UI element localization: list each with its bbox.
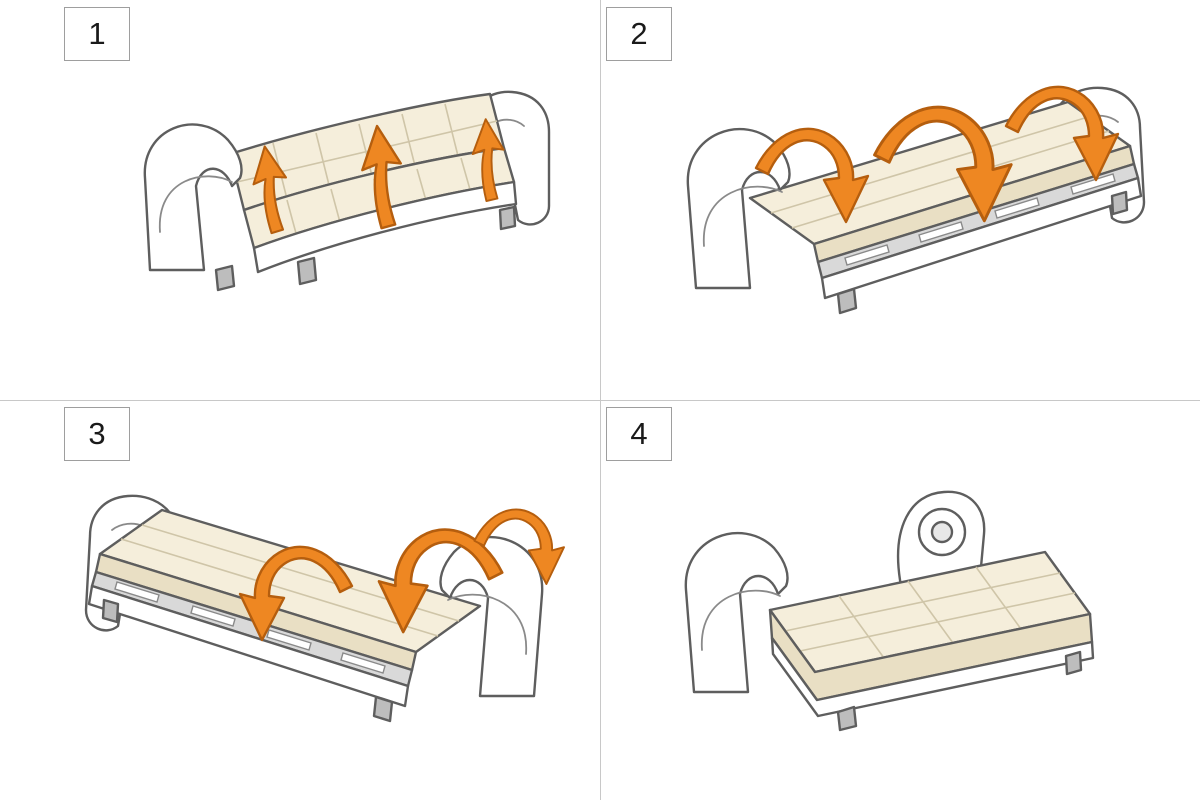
step-number-box-4: 4 xyxy=(606,407,672,461)
step-number-box-1: 1 xyxy=(64,7,130,61)
step-panel-1: 1 xyxy=(0,0,600,400)
grid-divider-horizontal xyxy=(0,400,1200,401)
step-number-box-2: 2 xyxy=(606,7,672,61)
step-panel-2: 2 xyxy=(600,0,1200,400)
step-number-3: 3 xyxy=(88,416,106,451)
step-number-2: 2 xyxy=(630,16,648,51)
sofa-illustration-step-4 xyxy=(684,490,1095,732)
step-panel-3: 3 xyxy=(0,400,600,800)
sofa-illustration-step-2 xyxy=(686,85,1146,315)
step-number-box-3: 3 xyxy=(64,407,130,461)
step-number-4: 4 xyxy=(630,416,648,451)
sofa-illustration-step-1 xyxy=(143,90,551,292)
step-number-1: 1 xyxy=(88,16,106,51)
sofa-open-frame-mirrored xyxy=(84,494,544,723)
step-panel-4: 4 xyxy=(600,400,1200,800)
